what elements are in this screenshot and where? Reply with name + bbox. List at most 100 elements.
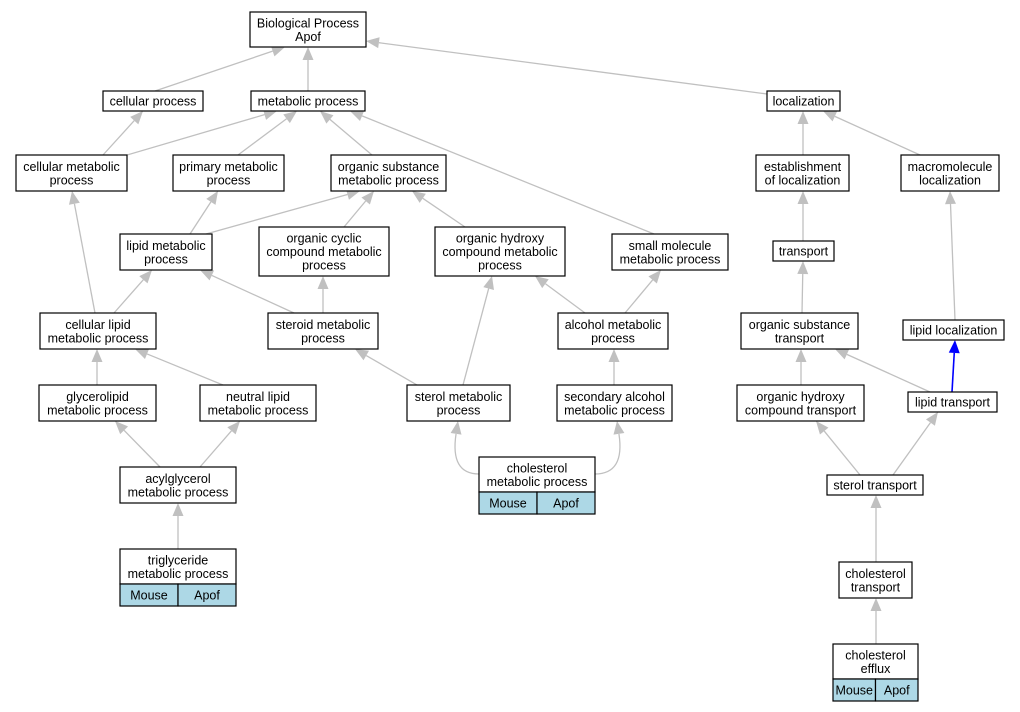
node-box [15,154,128,192]
edge-lipidmet-to-orgsub [205,193,348,235]
edge-celllipid-to-cellmet [73,203,96,314]
edge-alcohol-to-smallmol [624,279,654,314]
node-lipidtrans[interactable]: lipid transport [907,391,998,413]
tag-mouse: Mouse [832,678,877,702]
edge-sterolmet-to-steroid [365,354,418,386]
node-transport[interactable]: transport [772,240,835,262]
node-box [199,384,317,422]
node-box [478,456,596,493]
node-label-line: metabolic process [487,475,588,489]
arrowhead-cholmet-to-secalc [613,421,625,435]
node-box [900,154,1000,192]
node-metabolic[interactable]: metabolic process [250,90,366,112]
node-box [406,384,511,422]
node-cellular[interactable]: cellular process [102,90,204,112]
tag-label: Mouse [489,497,527,511]
arrowhead-orgsub-to-metabolic [320,111,334,124]
node-label-line: lipid metabolic [126,239,205,253]
node-box [557,312,669,350]
tag-cell [874,678,919,702]
node-box [330,154,447,192]
arrowhead-orghyd-to-orgsub [412,191,426,203]
edge-acyl-to-neutral [199,430,232,468]
node-label-line: metabolic process [208,403,309,417]
node-label-line: neutral lipid [226,390,290,404]
node-label-line: organic hydroxy [456,232,545,246]
tag-cell [536,491,596,515]
node-lipidloc[interactable]: lipid localization [902,319,1005,341]
node-localization[interactable]: localization [766,90,841,112]
edge-primary-to-metabolic [237,118,287,156]
edge-alcohol-to-orghyd [545,283,586,314]
node-label-line: sterol metabolic [415,390,503,404]
node-box [102,90,204,112]
node-label-line: small molecule [629,239,712,253]
arrowhead-alcohol-to-orghyd [535,276,549,289]
edge-orgcyclic-to-orgsub [343,200,367,228]
arrowhead-cellular-to-bp [270,45,285,57]
tag-label: Mouse [130,589,168,603]
node-steroltrans[interactable]: sterol transport [826,474,924,496]
node-label-line: cellular metabolic [23,160,120,174]
edge-cholmet-to-secalc [594,433,621,475]
tag-apof: Apof [177,583,237,607]
node-label-line: Biological Process [257,16,359,30]
arrowhead-trig-to-acyl [172,503,184,516]
node-box [611,233,729,271]
node-label-line: cholesterol [845,648,905,662]
node-label-line: cholesterol [507,461,567,475]
node-box [119,466,237,504]
node-label-line: transport [775,331,825,345]
node-label-line: localization [773,95,835,109]
node-box [556,384,673,422]
node-box [772,240,835,262]
node-label-line: process [591,331,635,345]
arrowhead-celllipid-to-lipidmet [139,270,152,284]
edge-cellular-to-bp [154,50,273,92]
node-box [766,90,841,112]
arrowhead-cellmet-to-metabolic [262,109,277,120]
node-label-line: localization [919,173,981,187]
arrowhead-lipidtrans-to-orgsubtrans [835,349,850,360]
node-label-line: efflux [861,662,891,676]
edge-orgsub-to-metabolic [329,118,373,156]
node-label-line: transport [851,580,901,594]
node-box [838,561,913,599]
arrowhead-sterolmet-to-steroid [355,349,370,361]
node-box [172,154,285,192]
arrowhead-celllipid-to-cellmet [69,191,80,205]
arrowhead-orgcyclic-to-orgsub [361,191,374,205]
node-label-line: process [478,259,522,273]
edge-smallmol-to-metabolic [361,115,655,235]
node-label-line: steroid metabolic [276,318,371,332]
arrowhead-acyl-to-neutral [227,421,240,435]
node-box [434,226,566,277]
node-label-line: process [50,173,94,187]
node-box [736,384,865,422]
